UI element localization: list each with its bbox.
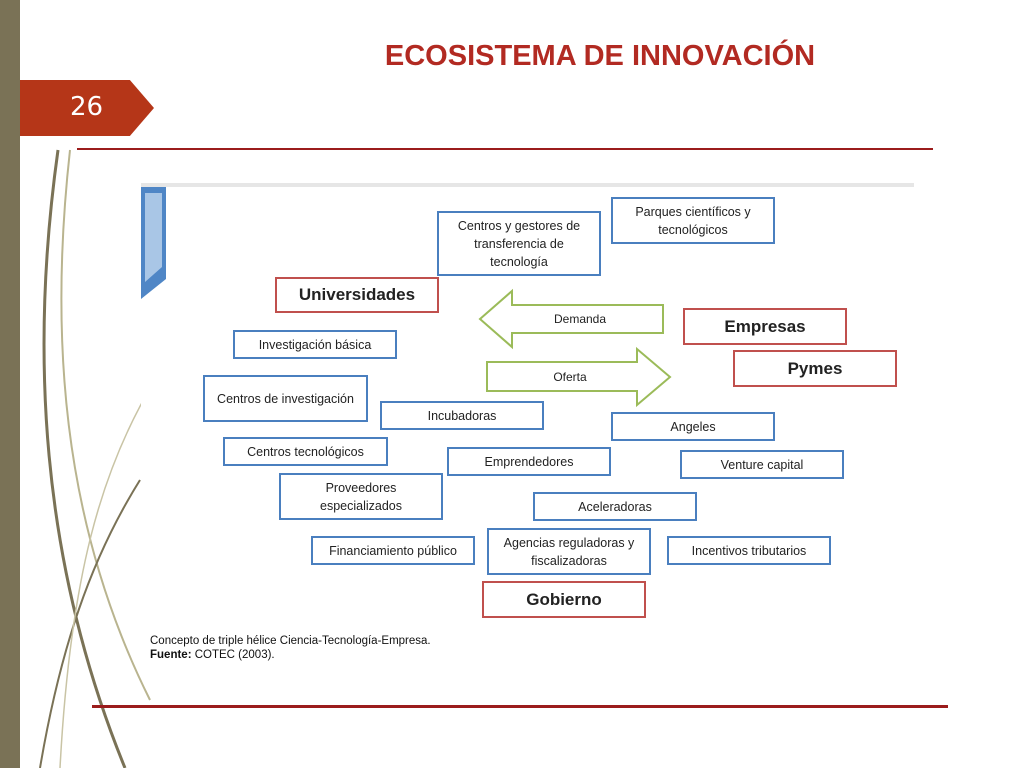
caption-line-2: Fuente: COTEC (2003).: [150, 648, 431, 662]
node-aceleradoras: Aceleradoras: [533, 492, 697, 521]
corner-graphic: [141, 187, 166, 299]
diagram-top-strip: [141, 183, 914, 187]
caption-line-1: Concepto de triple hélice Ciencia-Tecnol…: [150, 635, 431, 647]
actor-pymes: Pymes: [733, 350, 897, 387]
node-financiamiento: Financiamiento público: [311, 536, 475, 565]
node-parques: Parques científicos y tecnológicos: [611, 197, 775, 244]
actor-gobierno: Gobierno: [482, 581, 646, 618]
bottom-divider: [92, 705, 948, 708]
demanda-label: Demanda: [553, 312, 607, 326]
demanda-arrow: [478, 288, 664, 350]
node-emprendedores: Emprendedores: [447, 447, 611, 476]
sidebar-bar: [0, 0, 20, 768]
decorative-curves: [39, 149, 156, 768]
node-investigacion-basica: Investigación básica: [233, 330, 397, 359]
node-proveedores: Proveedores especializados: [279, 473, 443, 520]
top-divider: [77, 148, 933, 150]
node-agencias: Agencias reguladoras y fiscalizadoras: [487, 528, 651, 575]
diagram-caption: Concepto de triple hélice Ciencia-Tecnol…: [150, 634, 431, 662]
slide-number: 26: [70, 92, 104, 122]
node-incubadoras: Incubadoras: [380, 401, 544, 430]
slide-number-badge: [20, 80, 154, 136]
node-venture-capital: Venture capital: [680, 450, 844, 479]
caption-fuente-label: Fuente:: [150, 649, 192, 661]
actor-universidades: Universidades: [275, 277, 439, 313]
node-centros-tecnologicos: Centros tecnológicos: [223, 437, 388, 466]
oferta-label: Oferta: [553, 370, 587, 384]
node-centros-investigacion: Centros de investigación: [203, 375, 368, 422]
node-centros-gestores: Centros y gestores de transferencia de t…: [437, 211, 601, 276]
caption-fuente-text: COTEC (2003).: [194, 649, 275, 661]
actor-empresas: Empresas: [683, 308, 847, 345]
slide-title: ECOSISTEMA DE INNOVACIÓN: [384, 40, 816, 72]
oferta-arrow: [486, 346, 672, 408]
node-incentivos: Incentivos tributarios: [667, 536, 831, 565]
node-angeles: Angeles: [611, 412, 775, 441]
